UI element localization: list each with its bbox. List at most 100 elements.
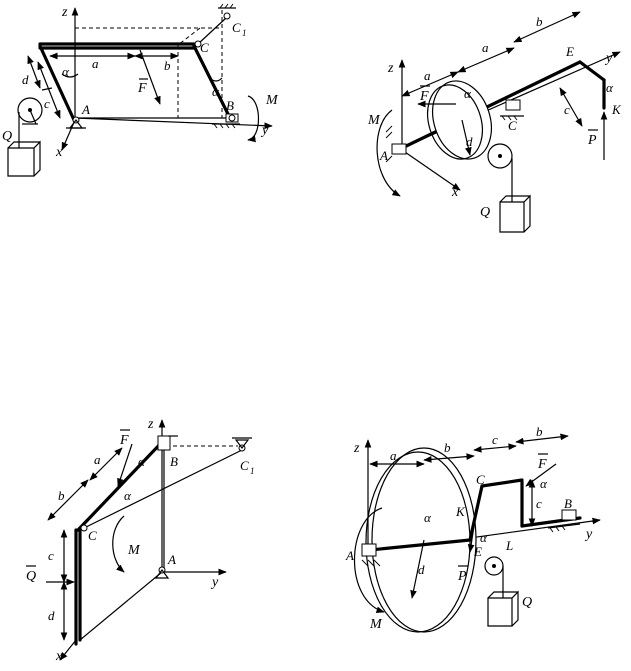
fig3-dim-d: d: [48, 608, 55, 623]
fig1-label-c1-sub: 1: [242, 28, 247, 38]
fig1-label-f: F: [137, 81, 147, 96]
fig2-moment-arrow: [376, 109, 401, 197]
fig1-weight-q: [7, 140, 41, 177]
fig4-bearing-b: [561, 509, 577, 521]
fig3-dim-b: b: [58, 488, 65, 503]
figure-2: z y x E K d α A C M F P: [367, 11, 622, 233]
fig1-rod-cc1: [197, 17, 227, 45]
fig3-dim-a: a: [94, 452, 101, 467]
fig3-label-c1-sub: 1: [250, 466, 255, 476]
fig2-label-q: Q: [480, 205, 490, 220]
fig3-x-label: x: [55, 649, 63, 664]
figure-4: z y x d α K A B C E L α P: [345, 424, 601, 634]
fig1-z-label: z: [61, 5, 68, 20]
fig1-dim-b: b: [164, 58, 171, 73]
fig2-dim-b: b: [536, 14, 543, 29]
fig2-dim-a1: a: [424, 68, 431, 83]
fig4-moment-arrow: [354, 507, 385, 614]
fig2-bearing-c: [505, 99, 521, 111]
fig1-rod-right: [192, 44, 232, 120]
fig2-label-c: C: [508, 118, 517, 133]
fig4-label-b: B: [564, 496, 572, 511]
fig4-dim-b1: b: [444, 440, 451, 455]
fig1-hinge-c1: [223, 12, 231, 20]
fig1-dim-c: c: [44, 96, 50, 111]
fig4-y-label: y: [584, 527, 593, 542]
fig3-dim-c: c: [48, 548, 54, 563]
fig4-weight-q: [487, 590, 519, 627]
fig1-label-q: Q: [2, 129, 12, 144]
fig2-label-a: A: [379, 148, 388, 163]
fig2-label-p: P: [587, 133, 597, 148]
fig4-shaft: [368, 538, 472, 552]
fig1-alpha-1: α: [62, 64, 70, 79]
fig2-label-f: F: [419, 89, 429, 104]
fig1-x-label: x: [55, 145, 63, 160]
fig1-label-c: C: [200, 40, 209, 55]
fig1-label-b: B: [226, 98, 234, 113]
fig3-alpha-2: α: [124, 488, 132, 503]
fig2-label-k: K: [611, 102, 622, 117]
fig3-y-label: y: [210, 575, 219, 590]
fig4-bearing-a: [361, 543, 377, 557]
fig4-label-m: M: [369, 617, 383, 632]
fig2-label-m: M: [367, 113, 381, 128]
fig2-z-label: z: [387, 61, 394, 76]
fig4-dim-c2: c: [536, 496, 542, 511]
figure-3: z y x C 1 B C A M F: [26, 417, 255, 664]
fig4-label-f: F: [537, 457, 547, 472]
fig3-label-f: F: [119, 433, 129, 448]
fig3-hinge-c: [80, 524, 88, 532]
fig2-weight-q: [499, 194, 531, 233]
fig1-moment-arrow: [247, 95, 259, 143]
fig3-label-c: C: [88, 528, 97, 543]
fig3-hinge-b: [157, 435, 171, 451]
fig4-label-p: P: [457, 569, 467, 584]
fig4-dim-a: a: [390, 448, 397, 463]
fig2-dim-a2: a: [482, 40, 489, 55]
fig3-plate-top: [76, 438, 166, 532]
fig4-label-a: A: [345, 548, 354, 563]
figure-1: z y x C C 1 A: [2, 3, 279, 177]
fig4-dim-c1: c: [492, 432, 498, 447]
fig1-y-axis: [74, 117, 273, 130]
fig4-label-k: K: [455, 504, 466, 519]
fig4-label-l: L: [505, 538, 513, 553]
fig4-dim-b2: b: [536, 424, 543, 439]
fig3-rod-cc1: [79, 449, 243, 531]
fig3-moment-arrow: [112, 515, 125, 573]
fig4-label-e: E: [473, 544, 482, 559]
fig3-label-b: B: [170, 454, 178, 469]
fig3-alpha-1: α: [138, 454, 146, 469]
fig3-label-a: A: [167, 552, 176, 567]
fig1-alpha-2: α: [212, 84, 220, 99]
fig4-z-label: z: [353, 441, 360, 456]
fig1-dim-a: a: [92, 56, 99, 71]
fig4-alpha-3: α: [540, 476, 548, 491]
fig2-alpha-1: α: [464, 86, 472, 101]
fig2-shaft: [396, 60, 582, 152]
fig4-dim-d: d: [418, 562, 425, 577]
fig1-label-m: M: [265, 93, 279, 108]
fig4-label-c: C: [476, 472, 485, 487]
fig2-alpha-2: α: [606, 80, 614, 95]
fig2-bearing-a: [391, 143, 407, 155]
fig2-y-label: y: [604, 51, 613, 66]
fig3-label-q: Q: [26, 569, 36, 584]
fig1-label-a: A: [81, 102, 90, 117]
fig2-x-label: x: [451, 185, 459, 200]
fig4-alpha-1: α: [424, 510, 432, 525]
fig2-dim-c: c: [564, 102, 570, 117]
fig1-dim-d: d: [22, 72, 29, 87]
fig3-z-label: z: [147, 417, 154, 432]
fig1-y-label: y: [260, 123, 269, 138]
fig3-label-c1: C: [240, 458, 249, 473]
fig2-x-axis: [401, 149, 461, 191]
fig4-force-p: [467, 499, 479, 553]
fig1-hinge-c: [194, 40, 202, 48]
fig2-dim-d: d: [466, 134, 473, 149]
fig3-label-m: M: [127, 543, 141, 558]
fig3-x-axis: [59, 639, 77, 661]
fig4-label-q: Q: [522, 595, 532, 610]
